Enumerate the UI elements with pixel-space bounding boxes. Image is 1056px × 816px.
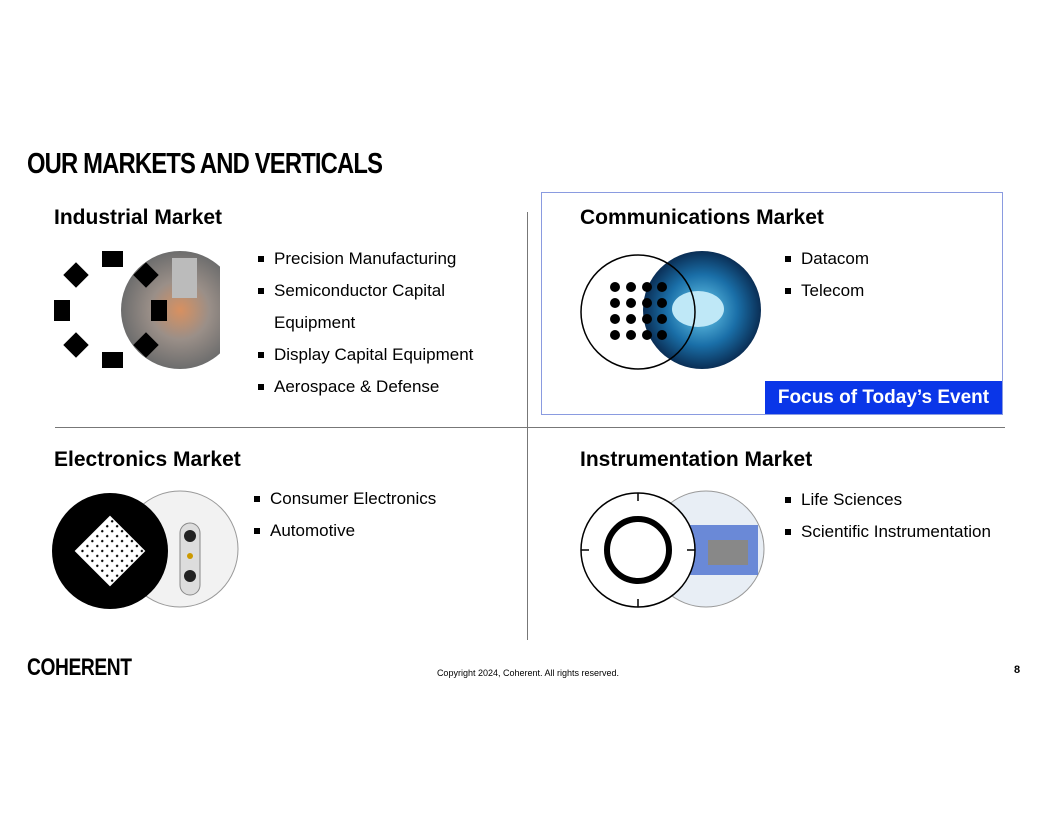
- list-item: Consumer Electronics: [254, 483, 436, 515]
- electronics-list: Consumer Electronics Automotive: [254, 483, 436, 547]
- list-item: Aerospace & Defense: [258, 371, 473, 403]
- page-number: 8: [1014, 664, 1021, 676]
- industrial-heading: Industrial Market: [54, 206, 223, 229]
- communications-list: Datacom Telecom: [785, 243, 869, 307]
- focus-badge: Focus of Today’s Event: [765, 381, 1002, 414]
- communications-illustration: [580, 251, 761, 370]
- list-item: Semiconductor Capital: [258, 275, 473, 307]
- instrumentation-list: Life Sciences Scientific Instrumentation: [785, 484, 991, 548]
- focus-highlight-box: [541, 192, 1003, 415]
- list-item: Display Capital Equipment: [258, 339, 473, 371]
- list-item: Telecom: [785, 275, 869, 307]
- industrial-illustration: [54, 251, 220, 369]
- electronics-illustration: [52, 490, 239, 609]
- communications-heading: Communications Market: [580, 206, 824, 229]
- instrumentation-illustration: [580, 490, 765, 608]
- vertical-divider: [527, 212, 528, 640]
- list-item: Life Sciences: [785, 484, 991, 516]
- page-title: OUR MARKETS AND VERTICALS: [27, 148, 383, 180]
- coherent-logo: COHERENT: [27, 654, 132, 681]
- copyright-text: Copyright 2024, Coherent. All rights res…: [436, 668, 620, 678]
- list-item: Precision Manufacturing: [258, 243, 473, 275]
- horizontal-divider: [55, 427, 1005, 428]
- list-item-continuation: Equipment: [274, 313, 356, 332]
- list-item: Automotive: [254, 515, 436, 547]
- industrial-list: Precision Manufacturing Semiconductor Ca…: [258, 243, 473, 403]
- electronics-heading: Electronics Market: [54, 448, 241, 471]
- instrumentation-heading: Instrumentation Market: [580, 448, 813, 471]
- list-item: Scientific Instrumentation: [785, 516, 991, 548]
- list-item: Datacom: [785, 243, 869, 275]
